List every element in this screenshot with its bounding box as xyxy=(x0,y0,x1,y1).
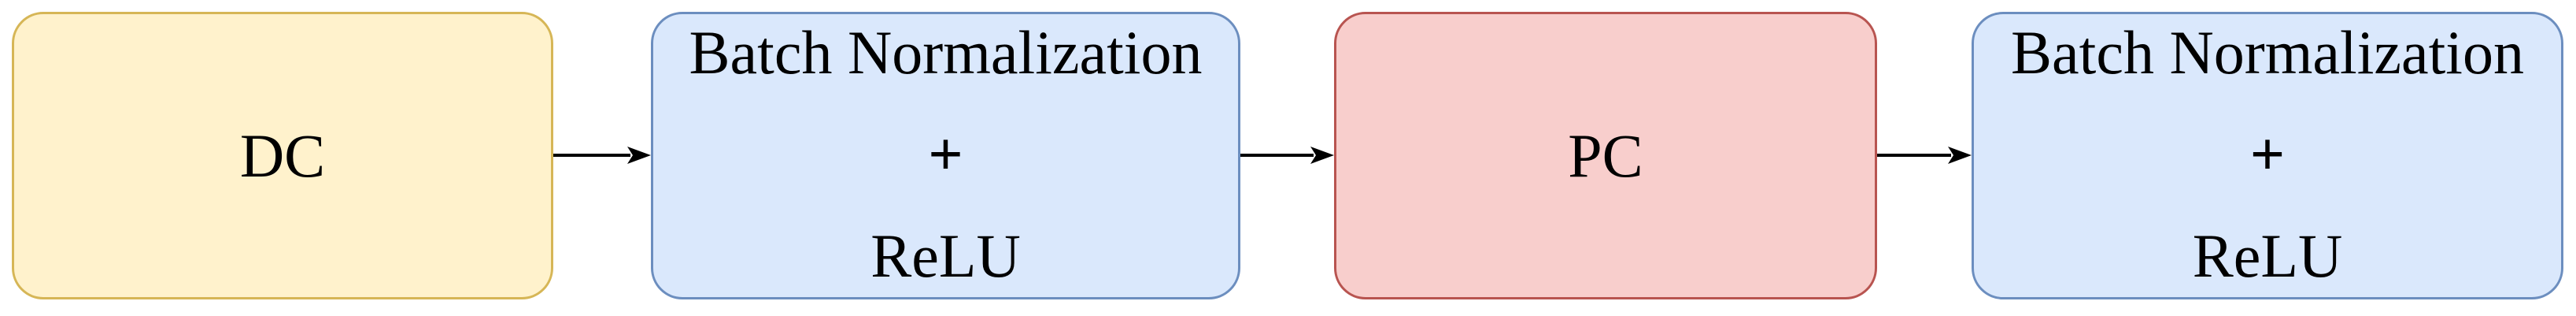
node-batch-norm-relu-1-text: Batch Normalization + ReLU xyxy=(653,14,1238,297)
node-batch-norm-relu-1: Batch Normalization + ReLU xyxy=(651,12,1240,299)
node-batch-norm-relu-2-text: Batch Normalization + ReLU xyxy=(1974,14,2561,297)
bn2-line-relu: ReLU xyxy=(2192,221,2343,290)
node-pc: PC xyxy=(1334,12,1877,299)
arrow-pc-to-bn2 xyxy=(1877,147,1972,164)
bn2-line-plus: + xyxy=(2249,120,2286,188)
node-dc-label: DC xyxy=(239,121,326,190)
bn2-line-batch-normalization: Batch Normalization xyxy=(2011,18,2524,87)
node-batch-norm-relu-2: Batch Normalization + ReLU xyxy=(1972,12,2563,299)
node-pc-label: PC xyxy=(1568,121,1643,190)
bn1-line-plus: + xyxy=(928,120,963,188)
arrow-bn1-to-pc xyxy=(1240,147,1334,164)
node-dc: DC xyxy=(12,12,553,299)
bn1-line-batch-normalization: Batch Normalization xyxy=(689,18,1203,87)
bn1-line-relu: ReLU xyxy=(870,221,1021,290)
arrow-dc-to-bn1 xyxy=(553,147,651,164)
